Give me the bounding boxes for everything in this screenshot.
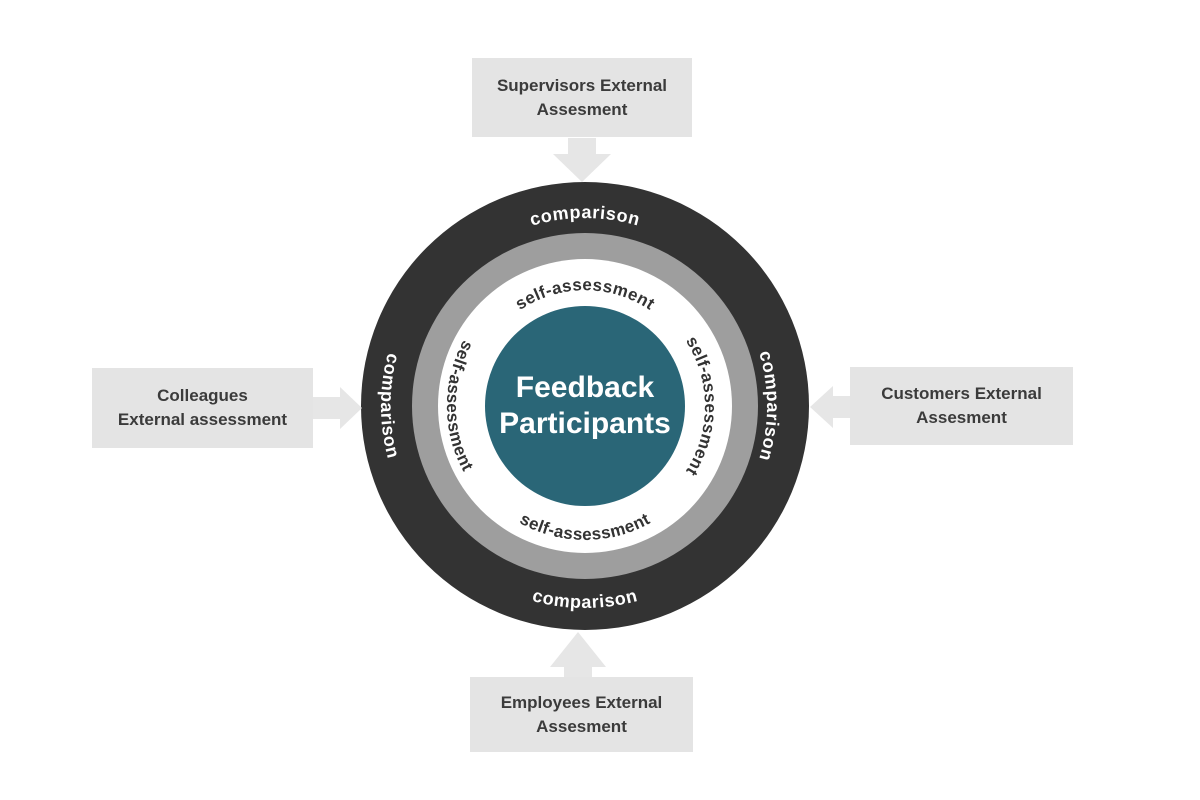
label-box-customers: Customers External Assesment (850, 367, 1073, 445)
arrow-right-icon (313, 387, 362, 429)
label-box-employees-line2: Assesment (536, 716, 627, 736)
arrow-down-icon (553, 138, 611, 182)
arrow-left-icon (810, 386, 850, 428)
core-circle (485, 306, 685, 506)
center-label-line2: Participants (499, 407, 671, 440)
label-box-customers-line2: Assesment (916, 408, 1007, 427)
label-box-colleagues-line2: External assessment (117, 410, 288, 429)
label-box-employees-line1: Employees External (500, 692, 663, 712)
label-box-supervisors: Supervisors External Assesment (472, 58, 692, 137)
center-label-line1: Feedback (515, 371, 655, 404)
label-box-employees: Employees External Assesment (470, 677, 693, 752)
arrow-up-icon (550, 632, 606, 677)
label-box-supervisors-line2: Assesment (536, 99, 628, 119)
label-box-colleagues: Colleagues External assessment (92, 368, 313, 448)
label-box-colleagues-line1: Colleagues (157, 386, 248, 405)
label-box-supervisors-line1: Supervisors External (496, 75, 668, 95)
label-box-customers-line1: Customers External (881, 384, 1042, 403)
center-label: Feedback Participants (465, 370, 705, 442)
